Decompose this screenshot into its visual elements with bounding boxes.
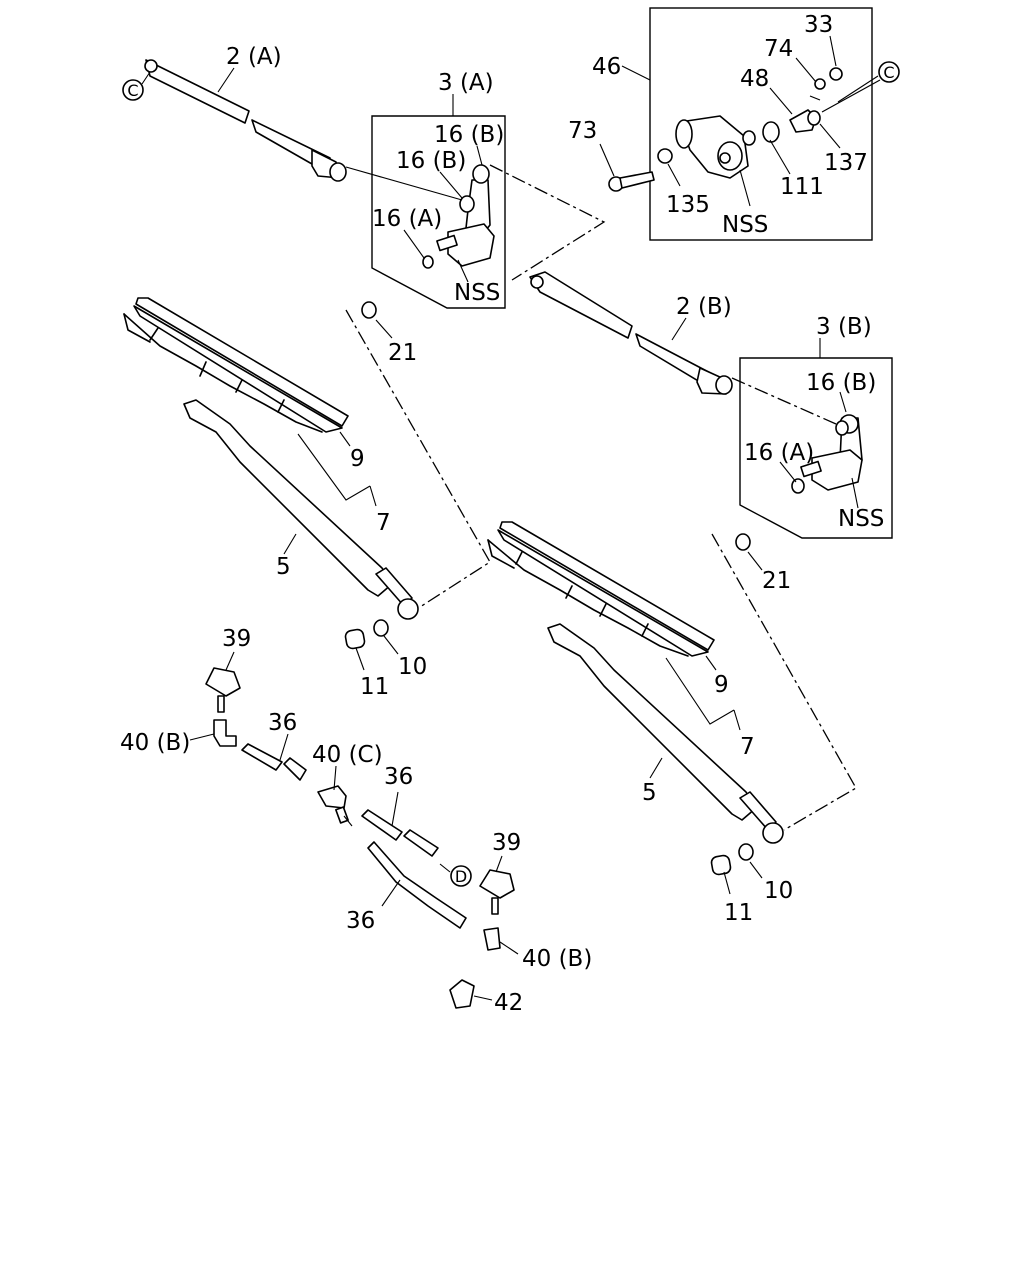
label-10-left: 10 xyxy=(398,654,427,680)
wiper-arm-right xyxy=(547,623,784,876)
linkage-3a-box xyxy=(371,115,506,309)
label-36-2: 36 xyxy=(384,764,413,790)
route-line-b xyxy=(345,309,491,608)
label-40b-right: 40 (B) xyxy=(522,946,592,972)
label-16b-2: 16 (B) xyxy=(396,148,466,174)
label-10-right: 10 xyxy=(764,878,793,904)
label-nss-2: NSS xyxy=(722,212,768,238)
label-46: 46 xyxy=(592,54,621,80)
label-36-3: 36 xyxy=(346,908,375,934)
label-2a: 2 (A) xyxy=(226,44,282,70)
crank-assembly-3b xyxy=(735,414,863,551)
label-16b-1: 16 (B) xyxy=(434,122,504,148)
connector-d-letter: D xyxy=(455,867,467,886)
label-16b-3: 16 (B) xyxy=(806,370,876,396)
label-21-1: 21 xyxy=(388,340,417,366)
label-40c: 40 (C) xyxy=(312,742,383,768)
label-nss-3: NSS xyxy=(838,506,884,532)
label-21-2: 21 xyxy=(762,568,791,594)
wiper-blade-right xyxy=(487,521,715,657)
label-74: 74 xyxy=(764,36,793,62)
part-labels: 2 (A) 3 (A) 16 (B) 16 (B) 16 (A) NSS 21 … xyxy=(120,12,884,1016)
label-137: 137 xyxy=(824,150,868,176)
label-16a-2: 16 (A) xyxy=(744,440,814,466)
label-36-1: 36 xyxy=(268,710,297,736)
wiper-blade-left xyxy=(123,297,349,433)
wiper-motor-46 xyxy=(608,67,881,192)
label-3b: 3 (B) xyxy=(816,314,872,340)
label-3a: 3 (A) xyxy=(438,70,494,96)
label-73: 73 xyxy=(568,118,597,144)
label-48: 48 xyxy=(740,66,769,92)
linkage-3b-box xyxy=(739,357,893,539)
connector-c-right-letter: C xyxy=(883,63,894,82)
label-11-right: 11 xyxy=(724,900,753,926)
label-5-right: 5 xyxy=(642,780,657,806)
label-111: 111 xyxy=(780,174,824,200)
wiper-arm-left xyxy=(183,399,419,650)
link-rod-2b xyxy=(529,271,733,395)
label-2b: 2 (B) xyxy=(676,294,732,320)
connector-c-left-letter: C xyxy=(127,81,138,100)
leader-lines xyxy=(141,35,879,1001)
label-9-left: 9 xyxy=(350,446,365,472)
label-nss-1: NSS xyxy=(454,280,500,306)
label-39-left: 39 xyxy=(222,626,251,652)
washer-system xyxy=(205,667,515,1009)
connector-d: D xyxy=(450,865,472,887)
label-9-right: 9 xyxy=(714,672,729,698)
connector-c-left: C xyxy=(122,79,144,101)
label-39-right: 39 xyxy=(492,830,521,856)
label-7-left: 7 xyxy=(376,510,391,536)
label-11-left: 11 xyxy=(360,674,389,700)
label-5-left: 5 xyxy=(276,554,291,580)
label-7-right: 7 xyxy=(740,734,755,760)
crank-assembly-3a xyxy=(345,164,495,319)
route-line-a xyxy=(489,164,606,281)
label-16a-1: 16 (A) xyxy=(372,206,442,232)
label-135: 135 xyxy=(666,192,710,218)
label-42: 42 xyxy=(494,990,523,1016)
motor-group-box xyxy=(649,7,873,241)
route-line-c xyxy=(731,377,837,425)
link-rod-2a xyxy=(144,59,347,182)
label-40b-left: 40 (B) xyxy=(120,730,190,756)
connector-c-right: C xyxy=(878,61,900,83)
label-33: 33 xyxy=(804,12,833,38)
